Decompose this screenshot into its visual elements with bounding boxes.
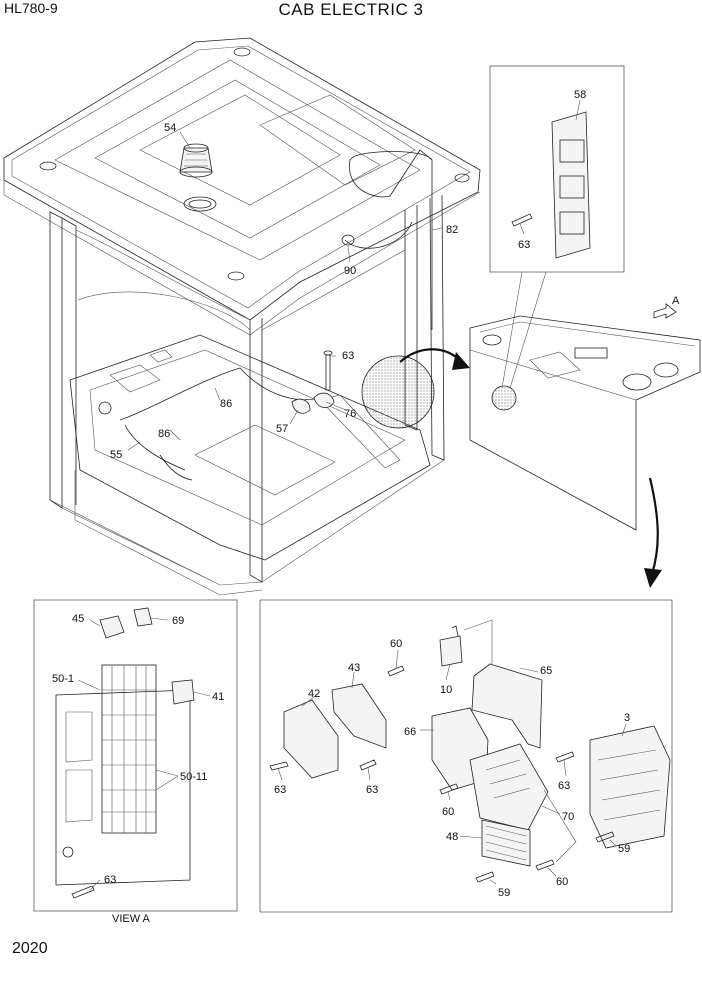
callout-60-mid: 60 bbox=[442, 806, 454, 818]
callout-54: 54 bbox=[164, 122, 176, 134]
module-box bbox=[259, 599, 673, 913]
callout-63-bolt: 63 bbox=[342, 350, 354, 362]
bolt-clamp-group bbox=[291, 350, 335, 414]
callout-63-left: 63 bbox=[274, 784, 286, 796]
leader-lines bbox=[77, 99, 627, 891]
callout-48: 48 bbox=[446, 831, 458, 843]
callout-86-upper: 86 bbox=[220, 398, 232, 410]
beacon-lamp-part bbox=[179, 143, 213, 178]
callout-86-lower: 86 bbox=[158, 428, 170, 440]
callout-63-mid: 63 bbox=[366, 784, 378, 796]
callout-76: 76 bbox=[344, 408, 356, 420]
callout-69: 69 bbox=[172, 615, 184, 627]
callout-58: 58 bbox=[574, 89, 586, 101]
callout-90: 90 bbox=[344, 265, 356, 277]
callout-60-top: 60 bbox=[390, 638, 402, 650]
callout-3: 3 bbox=[624, 712, 630, 724]
callout-59-bottom: 59 bbox=[498, 887, 510, 899]
magnifier-callout bbox=[361, 348, 517, 429]
view-arrow-label: A bbox=[672, 295, 680, 307]
callout-63-right: 63 bbox=[558, 780, 570, 792]
bracket-inset-box bbox=[489, 65, 625, 389]
callout-45: 45 bbox=[72, 613, 84, 625]
callout-41: 41 bbox=[212, 691, 224, 703]
callout-59-right: 59 bbox=[618, 843, 630, 855]
callout-60-bottom: 60 bbox=[556, 876, 568, 888]
callout-57: 57 bbox=[276, 423, 288, 435]
cab-floor bbox=[69, 334, 431, 596]
callout-50-1: 50-1 bbox=[52, 673, 74, 685]
cab-roof bbox=[3, 37, 481, 336]
view-a-box bbox=[33, 599, 238, 912]
callout-63-view-a: 63 bbox=[104, 874, 116, 886]
callout-42: 42 bbox=[308, 688, 320, 700]
view-a-caption: VIEW A bbox=[112, 913, 150, 925]
callout-65: 65 bbox=[540, 665, 552, 677]
callout-50-11: 50-11 bbox=[180, 771, 207, 783]
wiring-harness bbox=[98, 149, 433, 481]
callout-82: 82 bbox=[446, 224, 458, 236]
cab-frame bbox=[49, 194, 445, 586]
callout-70: 70 bbox=[562, 811, 574, 823]
model-number: HL780-9 bbox=[4, 0, 58, 16]
page-title: CAB ELECTRIC 3 bbox=[278, 0, 424, 19]
callout-labels: 54 58 63 82 90 63 86 76 57 86 55 45 69 5… bbox=[52, 89, 680, 899]
callout-63-inset: 63 bbox=[518, 239, 530, 251]
page-number: 2020 bbox=[12, 940, 48, 957]
callout-55: 55 bbox=[110, 449, 122, 461]
callout-43: 43 bbox=[348, 662, 360, 674]
callout-10: 10 bbox=[440, 684, 452, 696]
callout-66: 66 bbox=[404, 726, 416, 738]
dash-panel-inset bbox=[469, 303, 701, 588]
